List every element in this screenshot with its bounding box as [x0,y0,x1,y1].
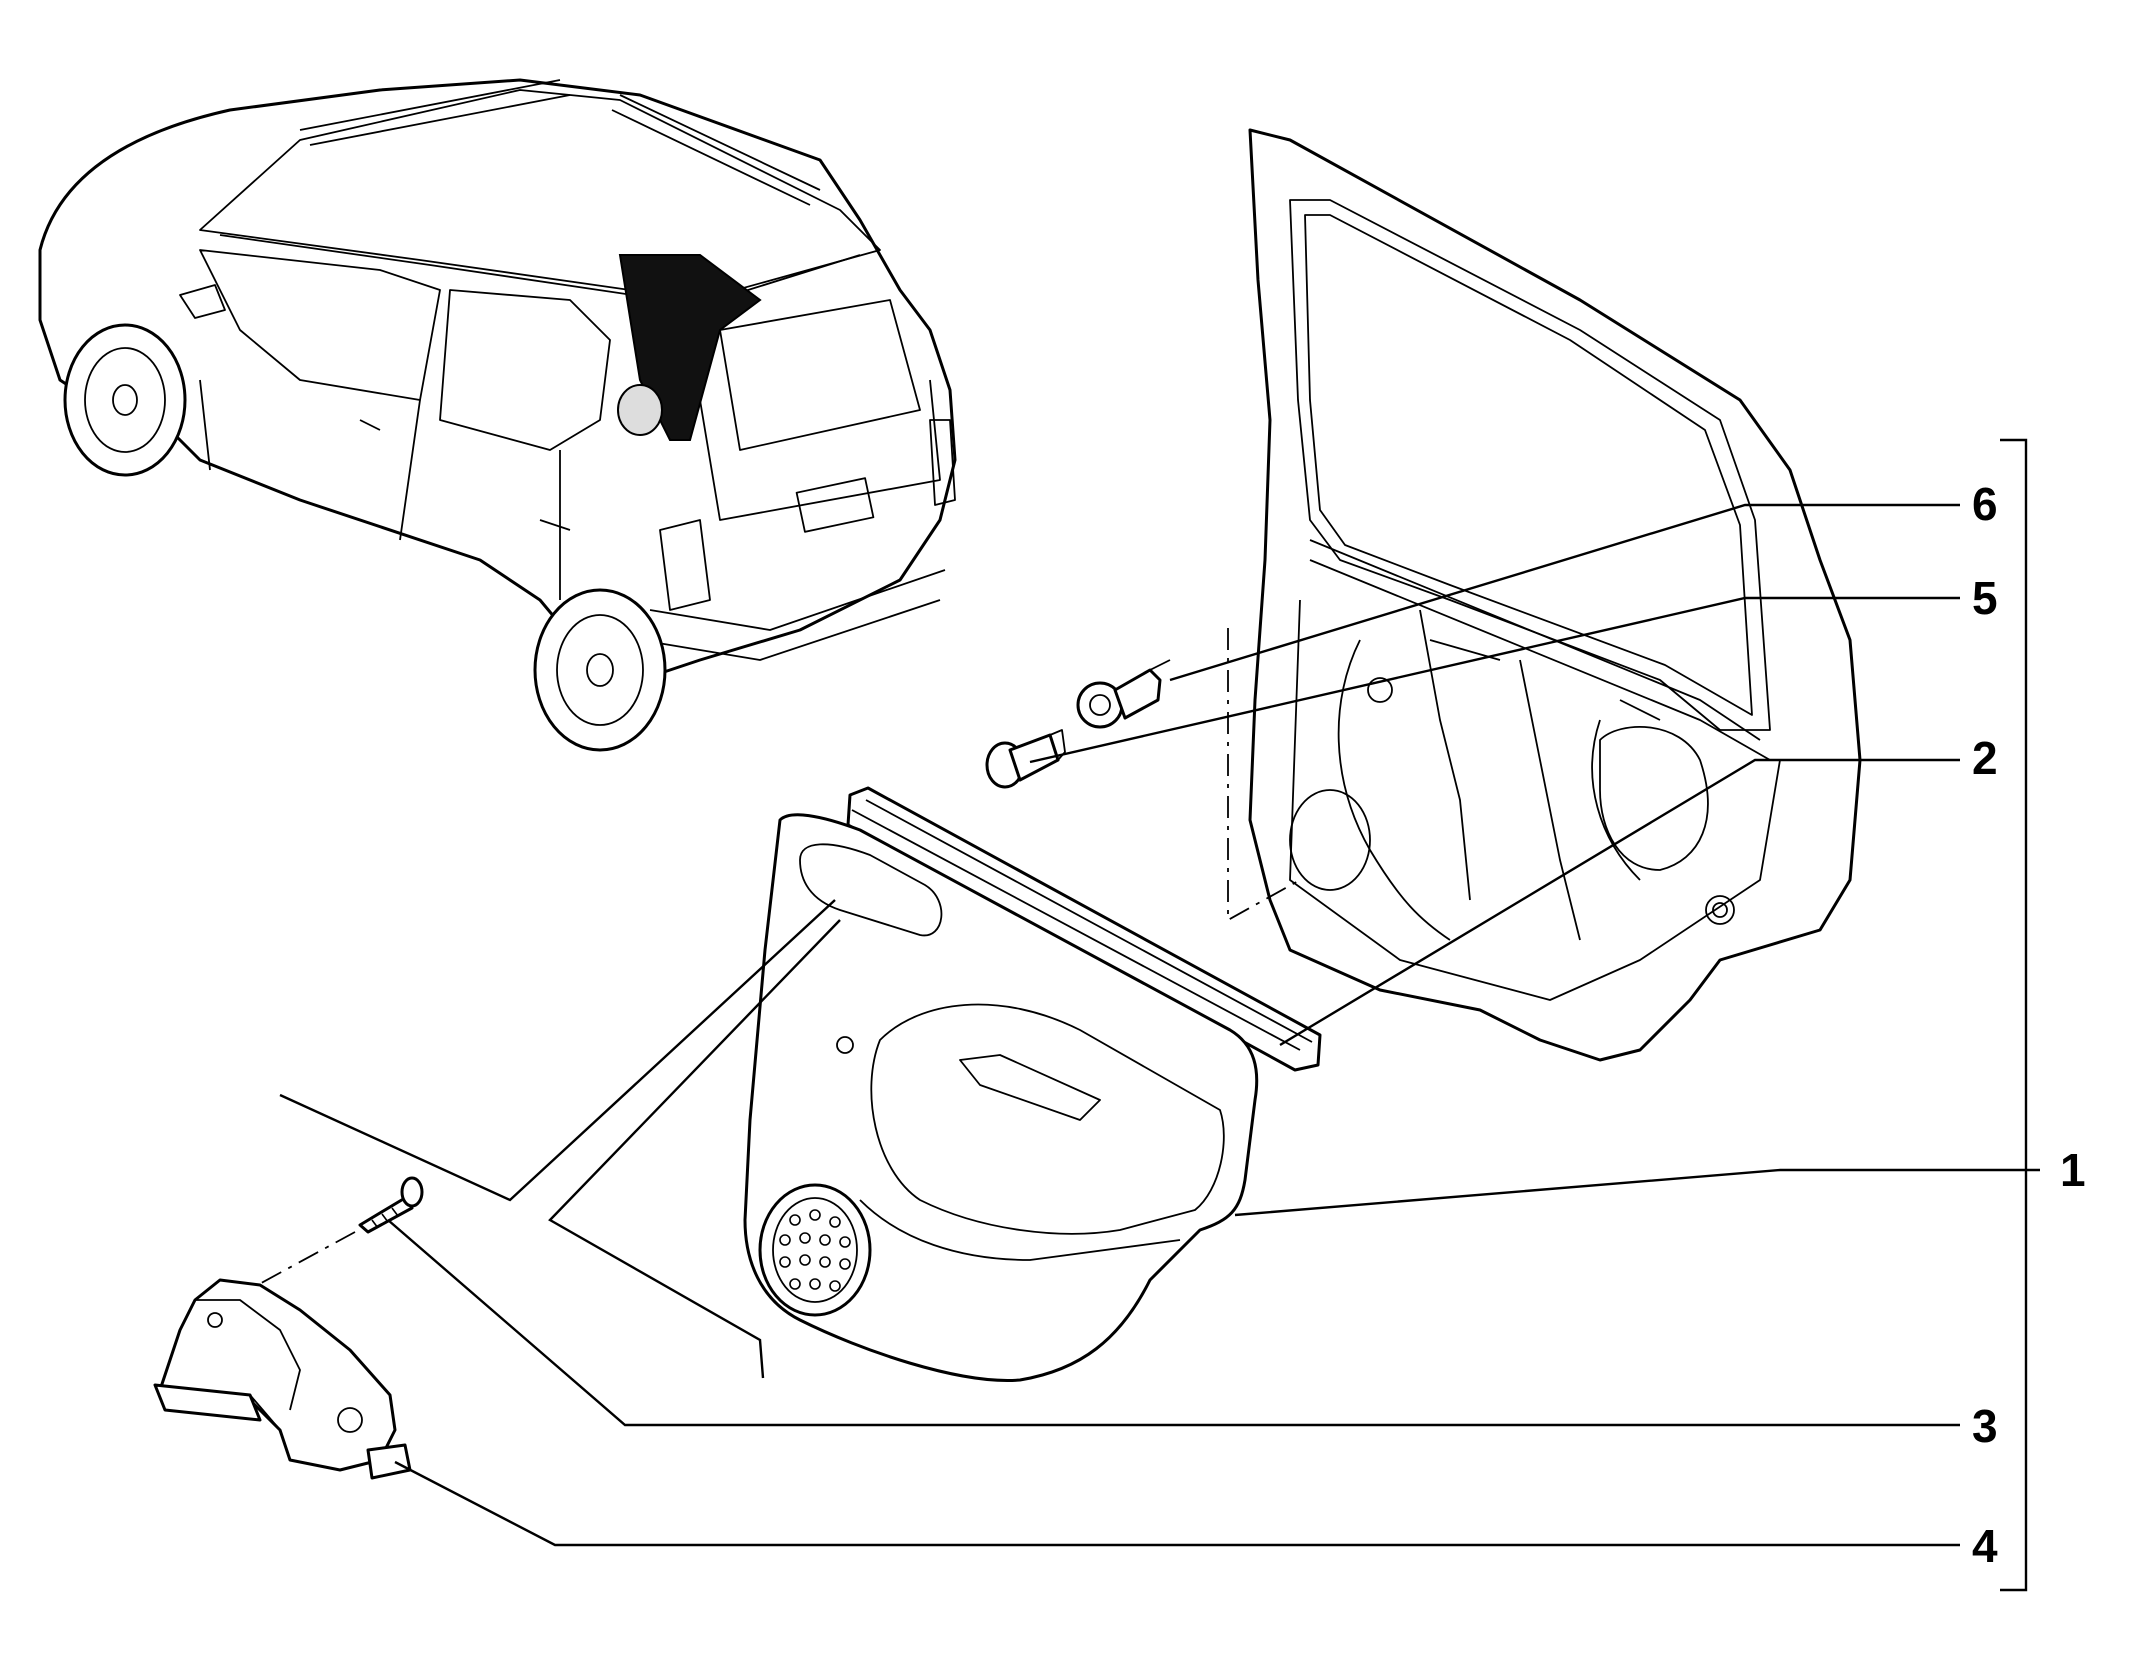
rear-door-frame-icon [1248,128,1862,1062]
leader-lines [279,438,2040,1592]
callout-3: 3 [1972,1400,1998,1452]
car-overview-icon [38,78,957,752]
callout-5: 5 [1972,572,1998,624]
callout-1: 1 [2060,1144,2086,1196]
front-wheel [63,323,187,477]
rear-wheel [533,588,667,752]
callout-6: 6 [1972,478,1998,530]
fastener-pin-icon [1076,659,1171,729]
screw-icon [358,1176,424,1234]
handle-bracket-icon [153,1278,412,1480]
door-trim-panel-icon [743,813,1259,1382]
callout-2: 2 [1972,732,1998,784]
callout-4: 4 [1972,1520,1998,1572]
speaker-grille [758,1183,872,1317]
alignment-line [1227,628,1301,922]
push-clip-icon [985,729,1066,789]
